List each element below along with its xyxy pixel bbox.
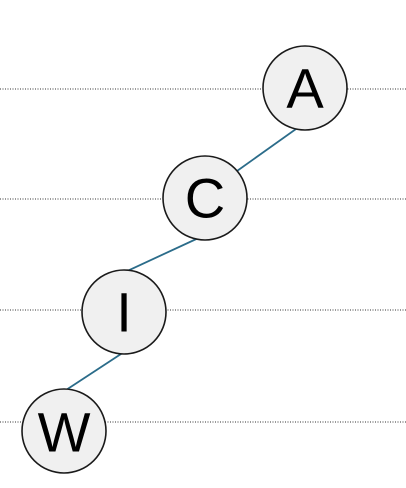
node-w-label: W (38, 401, 91, 464)
node-a-circle (262, 45, 348, 131)
node-w-circle (21, 388, 107, 474)
node-i-circle (81, 269, 167, 355)
node-a: A (262, 45, 348, 131)
edge-a-c (236, 123, 304, 172)
edge-i-w (62, 351, 125, 393)
node-i-label: I (116, 281, 132, 344)
node-a-label: A (286, 57, 324, 120)
node-c: C (162, 155, 248, 241)
node-w: W (21, 388, 107, 474)
edge-c-i (124, 234, 206, 273)
node-c-label: C (185, 167, 225, 230)
node-c-circle (162, 155, 248, 241)
node-i: I (81, 269, 167, 355)
